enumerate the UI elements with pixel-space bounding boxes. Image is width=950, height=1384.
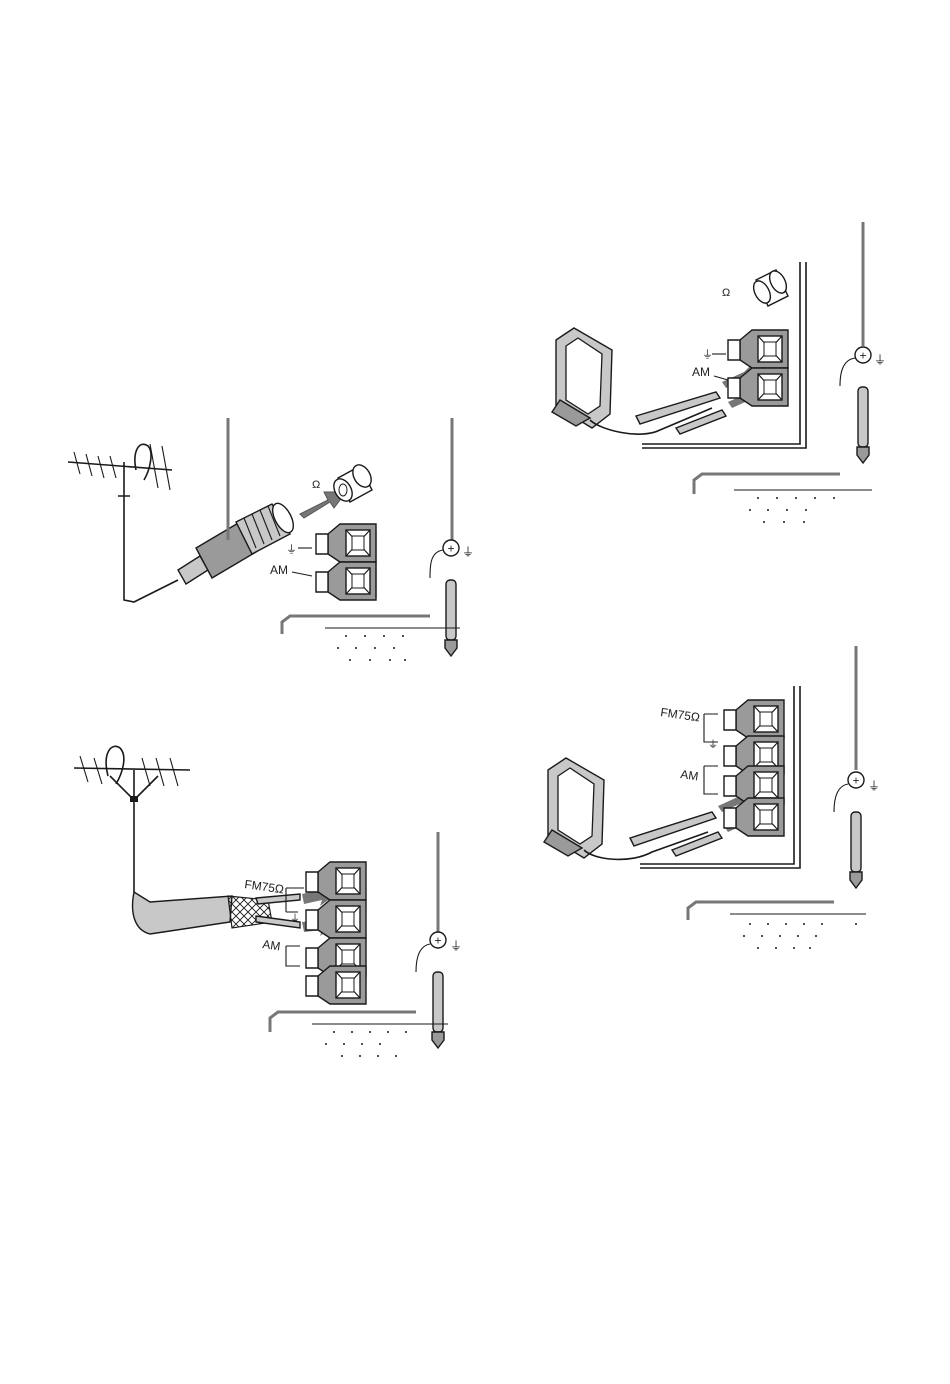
ground-rod-icon: ⏚ bbox=[840, 347, 886, 463]
am-label: AM bbox=[680, 767, 700, 783]
yagi-antenna-icon bbox=[68, 444, 178, 602]
soil-dots bbox=[749, 497, 835, 523]
svg-text:⏚: ⏚ bbox=[450, 939, 462, 953]
ground-symbol-label: ⏚ bbox=[286, 543, 297, 556]
soil-dots bbox=[337, 635, 406, 661]
ohm-label: Ω bbox=[312, 479, 320, 491]
figure-fm-feeder: FM75Ω ⏚ AM ⏚ bbox=[74, 746, 462, 1057]
svg-text:⏚: ⏚ bbox=[868, 779, 880, 793]
fm-am-terminal-block bbox=[724, 700, 784, 836]
ground-symbol-label: ⏚ bbox=[702, 348, 713, 361]
am-label: AM bbox=[270, 563, 288, 577]
ground-symbol-label: ⏚ bbox=[708, 739, 718, 751]
ground-rod-icon: ⏚ bbox=[416, 932, 462, 1048]
am-terminal-block bbox=[728, 330, 788, 406]
fm-dipole-antenna-icon bbox=[74, 746, 190, 802]
coax-cable-icon bbox=[133, 892, 300, 934]
fm-am-terminal-block bbox=[306, 862, 366, 1004]
ground-rod-icon: ⏚ bbox=[834, 772, 880, 888]
svg-text:⏚: ⏚ bbox=[462, 545, 474, 559]
am-loop-antenna-icon bbox=[552, 328, 612, 428]
figure-am-loop-bottom: FM75Ω ⏚ AM ⏚ bbox=[544, 646, 880, 949]
fm75-label: FM75Ω bbox=[660, 705, 701, 724]
fm-connector-cap-icon bbox=[750, 268, 790, 306]
soil-dots bbox=[743, 923, 857, 949]
svg-text:⏚: ⏚ bbox=[874, 353, 886, 367]
am-terminal-block bbox=[316, 524, 376, 600]
figure-outdoor-fm-coax-plug: Ω ⏚ AM ⏚ bbox=[68, 418, 474, 661]
ground-rod-icon: ⏚ bbox=[430, 540, 474, 656]
soil-dots bbox=[325, 1031, 407, 1057]
ground-symbol-label: ⏚ bbox=[290, 913, 300, 925]
ohm-label: Ω bbox=[722, 287, 730, 299]
am-label: AM bbox=[692, 365, 710, 379]
fm75-label: FM75Ω bbox=[244, 877, 285, 896]
am-label: AM bbox=[262, 937, 282, 953]
figure-am-loop-top: Ω ⏚ AM ⏚ bbox=[552, 222, 886, 523]
am-loop-antenna-icon bbox=[544, 758, 604, 858]
